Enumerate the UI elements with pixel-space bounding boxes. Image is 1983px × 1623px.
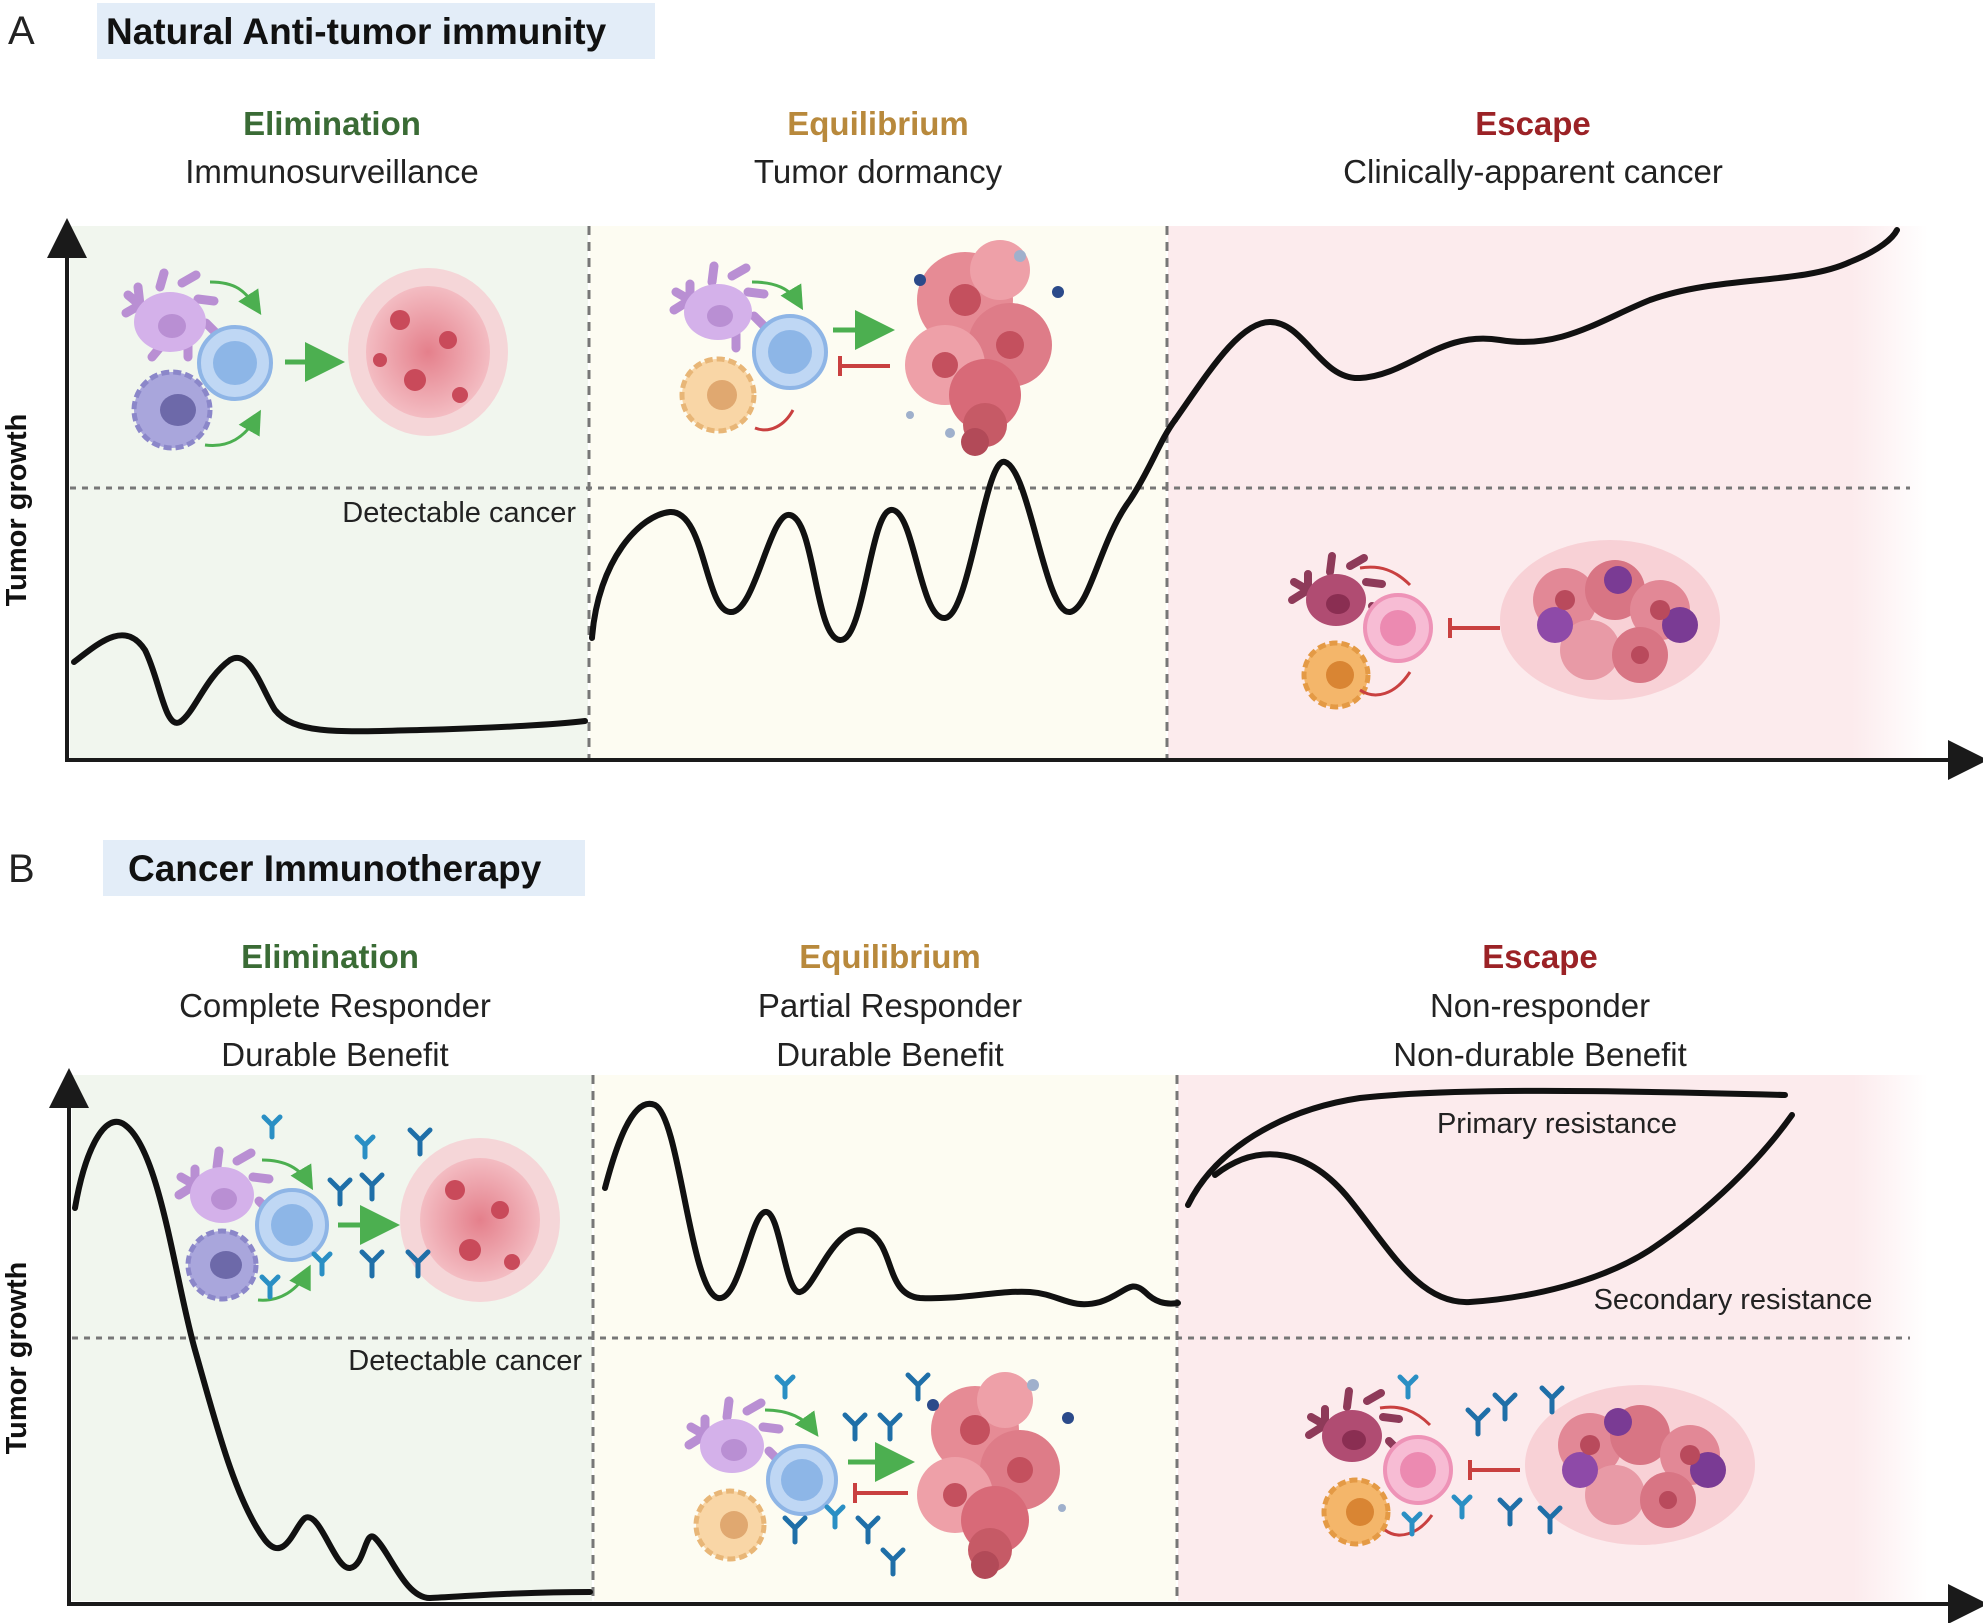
panel-a-phase-elimination-subtitle: Immunosurveillance bbox=[185, 153, 478, 190]
panel-b-phase-escape: Escape bbox=[1482, 938, 1598, 975]
activation-arrow bbox=[764, 1408, 819, 1437]
macrophage-icon bbox=[679, 356, 757, 434]
panel-a-phase-equilibrium: Equilibrium bbox=[787, 105, 969, 142]
panel-b-title: Cancer Immunotherapy bbox=[128, 848, 542, 889]
panel-a-elimination-illustration bbox=[121, 268, 508, 451]
panel-a-title-box bbox=[97, 3, 655, 59]
panel-b-y-axis-label: Tumor growth bbox=[1, 1262, 33, 1455]
cytokine-dot bbox=[927, 1399, 939, 1411]
panel-b-phase-elimination-subtitle: Complete Responder bbox=[179, 987, 491, 1024]
macrophage-icon bbox=[185, 1228, 259, 1302]
panel-b-elimination-curve bbox=[72, 1118, 593, 1602]
macrophage-icon bbox=[131, 369, 213, 451]
panel-a-phase-escape-subtitle: Clinically-apparent cancer bbox=[1343, 153, 1723, 190]
dendritic-cell-icon bbox=[121, 268, 223, 362]
secondary-resistance-curve bbox=[1212, 1112, 1795, 1306]
panel-b-equilibrium-bg bbox=[594, 1075, 1176, 1601]
panel-a: A Natural Anti-tumor immunity Eliminatio… bbox=[1, 3, 1983, 780]
inhibition-arrow bbox=[1384, 1514, 1434, 1537]
antibody-icon bbox=[259, 1114, 433, 1300]
tumor-mass-icon bbox=[1500, 540, 1720, 700]
dendritic-cell-icon bbox=[1288, 552, 1388, 626]
macrophage-icon bbox=[1321, 1477, 1391, 1547]
panel-b-letter: B bbox=[8, 847, 35, 891]
tumor-cells-dying-icon bbox=[348, 268, 508, 436]
panel-b-phase-equilibrium-subtitle: Partial Responder bbox=[758, 987, 1022, 1024]
panel-a-y-axis-label: Tumor growth bbox=[1, 414, 33, 607]
tumor-mass-icon bbox=[917, 1372, 1060, 1579]
inhibition-arrow bbox=[1359, 565, 1412, 587]
panel-b-phase-escape-subtitle2: Non-durable Benefit bbox=[1393, 1036, 1687, 1073]
panel-b: B Cancer Immunotherapy Elimination Compl… bbox=[1, 840, 1983, 1623]
inhibition-arrow bbox=[1359, 671, 1412, 697]
activation-arrow bbox=[751, 280, 804, 311]
antibody-icon bbox=[774, 1372, 931, 1577]
macrophage-icon bbox=[1301, 640, 1371, 710]
panel-a-equilibrium-illustration bbox=[669, 240, 1064, 456]
panel-b-phase-equilibrium-subtitle2: Durable Benefit bbox=[776, 1036, 1003, 1073]
t-cell-icon bbox=[752, 314, 828, 390]
panel-a-elimination-curve bbox=[71, 632, 588, 735]
cytokine-dot bbox=[906, 411, 914, 419]
t-cell-icon bbox=[1383, 1435, 1453, 1505]
macrophage-icon bbox=[693, 1488, 767, 1562]
t-cell-icon bbox=[255, 1188, 329, 1262]
panel-a-equilibrium-curve bbox=[589, 417, 1178, 643]
primary-resistance-label: Primary resistance bbox=[1437, 1108, 1677, 1140]
panel-b-equilibrium-curve bbox=[602, 1100, 1181, 1308]
panel-b-phase-escape-subtitle: Non-responder bbox=[1430, 987, 1650, 1024]
panel-a-escape-curve bbox=[1172, 227, 1900, 423]
panel-b-escape-illustration bbox=[1305, 1374, 1755, 1547]
panel-a-letter: A bbox=[8, 9, 35, 53]
t-cell-icon bbox=[197, 325, 273, 401]
panel-b-phase-elimination: Elimination bbox=[241, 938, 419, 975]
primary-resistance-curve bbox=[1185, 1087, 1788, 1208]
activation-arrow bbox=[209, 280, 262, 316]
cytokine-dot bbox=[1014, 250, 1026, 262]
panel-b-elimination-illustration bbox=[174, 1114, 560, 1302]
t-cell-icon bbox=[1363, 593, 1433, 663]
cytokine-dot bbox=[1058, 1504, 1066, 1512]
panel-a-threshold-label: Detectable cancer bbox=[342, 497, 576, 529]
activation-arrow bbox=[204, 409, 261, 448]
cytokine-dot bbox=[1052, 286, 1064, 298]
tumor-mass-icon bbox=[1525, 1385, 1755, 1545]
cytokine-dot bbox=[1027, 1379, 1039, 1391]
panel-a-phase-escape: Escape bbox=[1475, 105, 1591, 142]
inhibition-arrow bbox=[754, 409, 795, 432]
panel-b-equilibrium-illustration bbox=[684, 1372, 1074, 1579]
secondary-resistance-label: Secondary resistance bbox=[1594, 1284, 1873, 1316]
activation-arrow bbox=[261, 1158, 314, 1191]
panel-b-phase-equilibrium: Equilibrium bbox=[799, 938, 981, 975]
dendritic-cell-icon bbox=[684, 1396, 786, 1473]
panel-a-escape-illustration bbox=[1288, 540, 1720, 710]
panel-a-phase-equilibrium-subtitle: Tumor dormancy bbox=[754, 153, 1003, 190]
t-cell-icon bbox=[766, 1444, 838, 1516]
cytokine-dot bbox=[1062, 1412, 1074, 1424]
inhibition-arrow bbox=[1379, 1405, 1432, 1427]
activation-arrow bbox=[257, 1264, 311, 1302]
dendritic-cell-icon bbox=[1305, 1387, 1405, 1462]
panel-b-phase-elimination-subtitle2: Durable Benefit bbox=[221, 1036, 448, 1073]
panel-a-phase-elimination: Elimination bbox=[243, 105, 421, 142]
panel-b-threshold-label: Detectable cancer bbox=[348, 1345, 582, 1377]
dendritic-cell-icon bbox=[174, 1146, 276, 1223]
cytokine-dot bbox=[945, 428, 955, 438]
panel-a-title: Natural Anti-tumor immunity bbox=[106, 11, 607, 52]
dendritic-cell-icon bbox=[669, 261, 771, 353]
tumor-cells-dying-icon bbox=[400, 1138, 560, 1302]
antibody-icon bbox=[1397, 1374, 1565, 1537]
panel-b-title-box bbox=[103, 840, 585, 896]
cytokine-dot bbox=[914, 274, 926, 286]
